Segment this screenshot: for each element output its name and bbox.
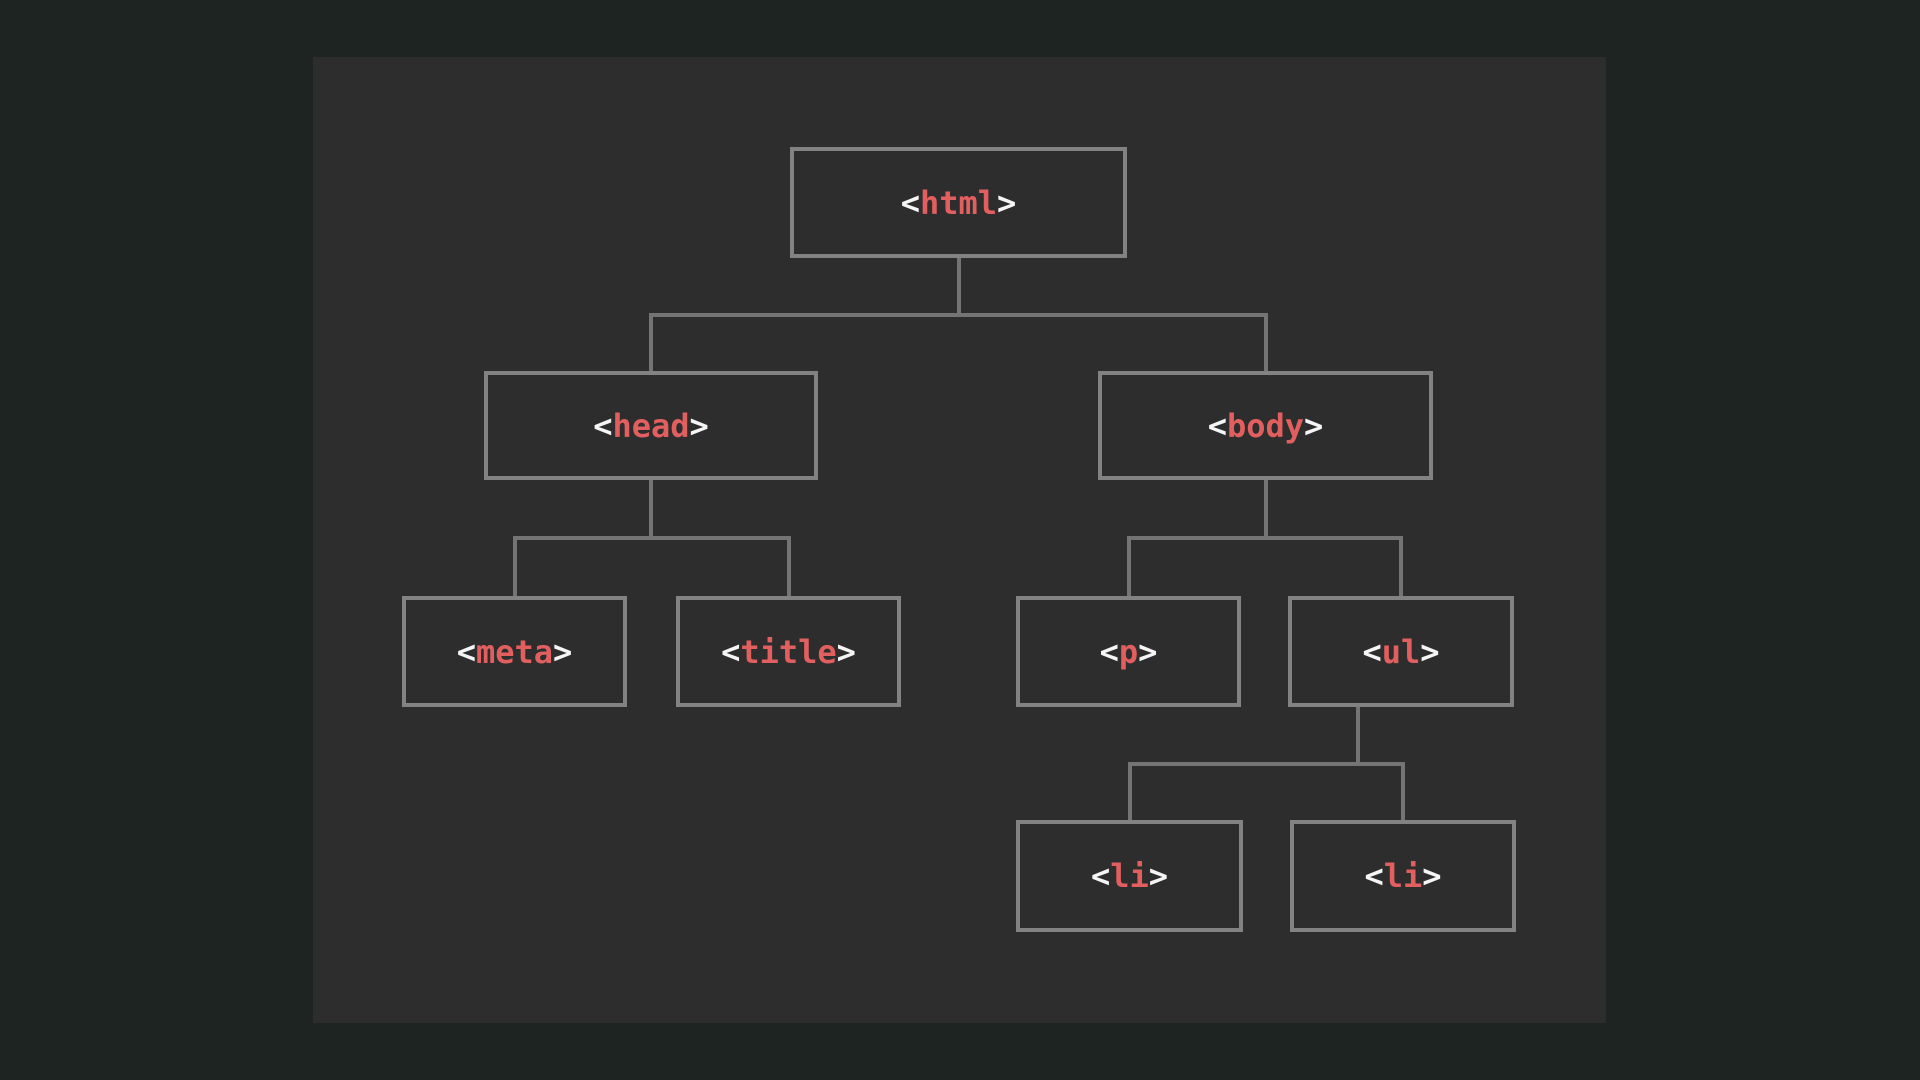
tag-close-bracket: > [1304,406,1324,445]
tag-close-bracket: > [689,406,709,445]
tag-close-bracket: > [553,632,573,671]
tag-name: meta [475,632,554,671]
tree-node-p: <p> [1016,596,1241,707]
tag-open-bracket: < [1362,632,1382,671]
connector-line-vertical [1263,315,1268,372]
connector-line-horizontal [512,536,791,540]
connector-line-vertical [1263,479,1268,540]
tree-node-html: <html> [790,147,1127,258]
tree-node-li1: <li> [1016,820,1243,932]
tag-name: p [1118,632,1139,671]
tree-node-head: <head> [484,371,818,480]
connector-line-vertical [1356,706,1360,766]
tag-open-bracket: < [1090,857,1111,895]
connector-line-vertical [1399,538,1403,597]
tag-close-bracket: > [836,632,856,671]
connector-line-vertical [1126,538,1131,597]
tag-name: title [740,632,837,671]
tree-node-ul: <ul> [1288,596,1514,707]
tag-name: li [1110,857,1149,895]
tag-name: html [919,183,998,222]
tag-open-bracket: < [721,632,741,671]
tag-name: ul [1381,632,1421,671]
connector-line-horizontal [1127,762,1405,766]
diagram-panel: <html><head><body><meta><title><p><ul><l… [313,57,1606,1023]
tag-name: li [1383,857,1423,895]
connector-line-vertical [649,315,653,372]
tree-node-meta: <meta> [402,596,627,707]
tree-node-title: <title> [676,596,901,707]
tag-name: body [1226,406,1305,445]
connector-line-vertical [786,538,791,597]
connector-line-horizontal [649,313,1268,317]
tree-nodes-layer: <html><head><body><meta><title><p><ul><l… [313,57,1606,1023]
tree-node-body: <body> [1098,371,1433,480]
connector-line-horizontal [1126,536,1403,540]
tag-open-bracket: < [900,183,920,222]
tree-node-li2: <li> [1290,820,1516,932]
connector-line-vertical [649,479,653,540]
tag-name: head [612,406,690,445]
tree-connectors-layer [313,57,1606,1023]
tag-close-bracket: > [1148,857,1169,895]
connector-line-vertical [1127,764,1132,821]
tag-close-bracket: > [1420,632,1440,671]
tag-close-bracket: > [1422,857,1442,895]
connector-line-vertical [1401,764,1405,821]
tag-open-bracket: < [1099,632,1119,671]
tag-open-bracket: < [456,632,476,671]
tag-open-bracket: < [593,406,613,445]
tag-open-bracket: < [1207,406,1227,445]
tag-open-bracket: < [1364,857,1384,895]
tag-close-bracket: > [1138,632,1158,671]
tag-close-bracket: > [997,183,1017,222]
connector-line-vertical [956,257,961,317]
connector-line-vertical [512,538,517,597]
